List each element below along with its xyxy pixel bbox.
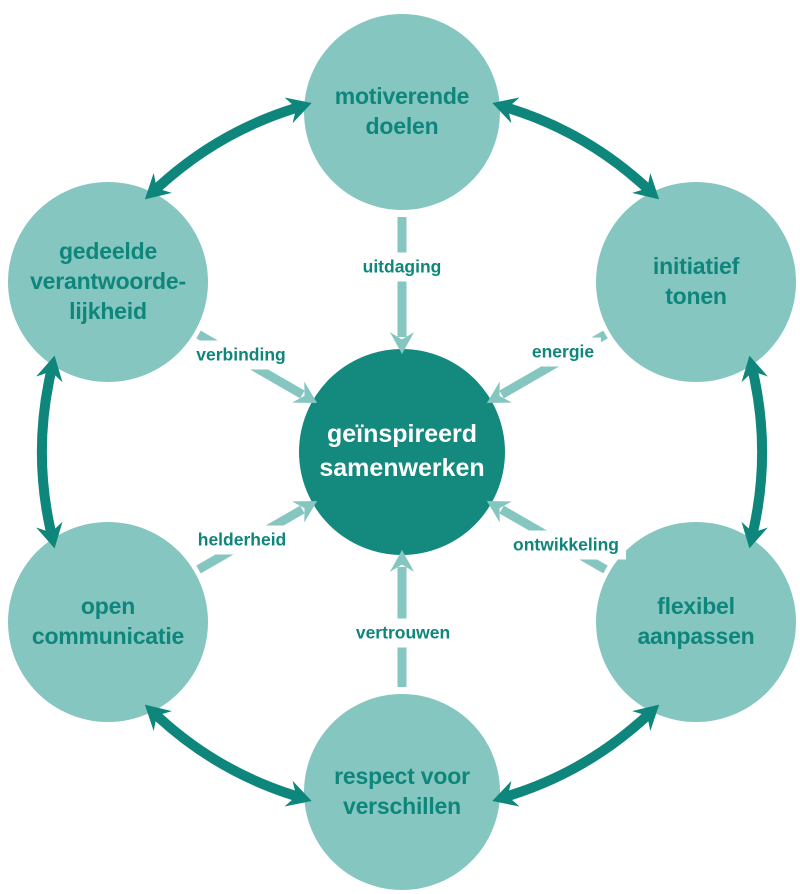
circle-label-line: verschillen: [343, 793, 461, 819]
spoke-label-helderheid: helderheid: [190, 525, 294, 555]
double-arrow-bottomleft-to-bottom: [144, 704, 312, 807]
center-label-line: samenwerken: [319, 454, 485, 482]
center-label-line: geïnspireerd: [326, 420, 478, 449]
circle-gedeelde-verantwoordelijkheid: gedeelde verantwoorde- lijkheid: [8, 182, 208, 382]
circle-label-line: motiverende: [334, 83, 470, 110]
double-arrow-bottomright-to-topright: [741, 355, 768, 549]
circle-label-line: open: [80, 593, 136, 620]
circle-label-line: doelen: [365, 113, 439, 139]
spoke-label-energie: energie: [524, 337, 602, 367]
spoke-label-uitdaging: uitdaging: [355, 252, 449, 282]
spoke-label-verbinding: verbinding: [189, 340, 293, 370]
circle-flexibel-aanpassen: flexibel aanpassen: [596, 522, 796, 722]
circle-label-line: aanpassen: [637, 623, 755, 649]
circle-label-line: communicatie: [31, 623, 185, 649]
double-arrow-topleft-to-bottomleft: [36, 355, 63, 549]
circle-initiatief-tonen: initiatief tonen: [596, 182, 796, 382]
double-arrow-topright-to-top: [492, 97, 660, 200]
circle-geinspireerd-samenwerken: geïnspireerd samenwerken: [299, 349, 505, 555]
circle-motiverende-doelen: motiverende doelen: [304, 14, 500, 210]
circle-label-line: tonen: [665, 283, 727, 309]
circle-label-line: flexibel: [657, 593, 735, 620]
circle-label-line: verantwoorde-: [30, 268, 186, 295]
circle-open-communicatie: open communicatie: [8, 522, 208, 722]
circle-label-line: lijkheid: [69, 297, 147, 324]
circle-label-line: gedeelde: [58, 238, 158, 265]
spoke-label-ontwikkeling: ontwikkeling: [506, 530, 626, 560]
double-arrow-bottom-to-bottomright: [492, 704, 660, 807]
circle-label-line: respect voor: [334, 763, 470, 790]
spoke-label-vertrouwen: vertrouwen: [348, 618, 458, 648]
circle-label-line: initiatief: [652, 253, 740, 280]
double-arrow-top-to-topleft: [144, 97, 312, 200]
circle-respect-voor-verschillen: respect voor verschillen: [304, 694, 500, 890]
